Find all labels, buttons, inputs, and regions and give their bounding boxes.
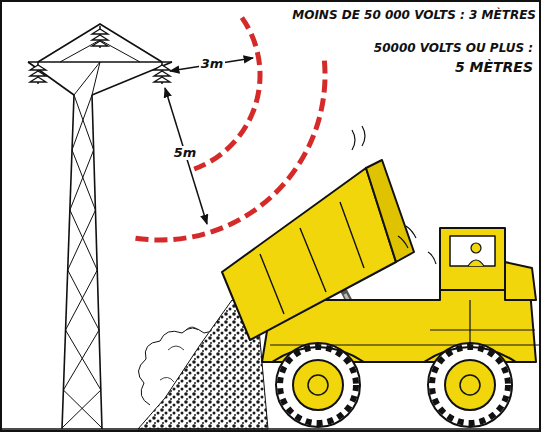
- pylon-part: [28, 62, 74, 95]
- clearance-arcs: [131, 18, 325, 240]
- truck-wheels: [272, 343, 516, 427]
- truck-wheels-part: [276, 343, 360, 427]
- dump-truck-part: [260, 202, 364, 314]
- pylon-part: [92, 26, 108, 48]
- dump-truck-part: [222, 168, 396, 340]
- dump-truck-part: [505, 262, 536, 300]
- truck-wheels-part: [293, 360, 343, 410]
- dump-truck-part: [352, 126, 436, 264]
- truck-wheels-part: [272, 347, 516, 362]
- truck-wheels-part: [445, 360, 495, 410]
- clearance-arcs-part: [194, 18, 260, 169]
- truck-wheels-part: [308, 375, 328, 395]
- pylon-part: [62, 95, 74, 429]
- distance-label: 5m: [172, 146, 199, 160]
- dump-truck-part: [440, 228, 505, 290]
- voltage-note: MOINS DE 50 000 VOLTS : 3 MÈTRES: [292, 9, 536, 22]
- dump-truck-part: [450, 236, 495, 266]
- pylon-part: [92, 62, 172, 95]
- pylon-part: [154, 62, 170, 84]
- truck-wheels-part: [432, 347, 508, 423]
- distance-arrows: [165, 58, 253, 224]
- truck-wheels-part: [280, 347, 356, 423]
- pylon-part: [30, 62, 46, 84]
- pylon: [28, 24, 172, 429]
- voltage-note: 50000 VOLTS OU PLUS :: [374, 42, 533, 55]
- clearance-arcs-part: [131, 61, 325, 240]
- distance-label: 3m: [199, 57, 226, 71]
- pylon-part: [38, 24, 162, 62]
- truck-wheels-part: [428, 343, 512, 427]
- distance-arrows-part: [165, 88, 207, 224]
- ground-line: [2, 428, 539, 430]
- voltage-note: 5 MÈTRES: [455, 60, 533, 75]
- dump-truck: [222, 126, 540, 362]
- dump-truck-part: [471, 243, 481, 253]
- pylon-part: [63, 95, 102, 428]
- dump-truck-part: [468, 260, 484, 266]
- pylon-part: [62, 95, 101, 428]
- truck-wheels-part: [460, 375, 480, 395]
- pylon-part: [74, 62, 100, 95]
